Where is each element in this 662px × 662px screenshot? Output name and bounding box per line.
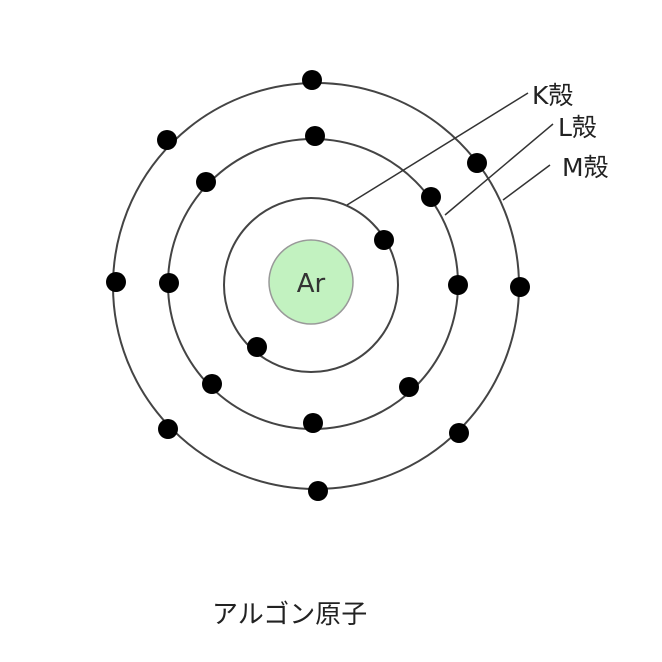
l-shell-electron xyxy=(196,172,216,192)
m-shell-electron xyxy=(157,130,177,150)
m-shell-leader-line xyxy=(502,164,551,201)
l-shell-electron xyxy=(448,275,468,295)
m-shell-electron xyxy=(158,419,178,439)
k-shell-electron xyxy=(374,230,394,250)
m-shell-electron xyxy=(308,481,328,501)
caption: アルゴン原子 xyxy=(212,600,368,630)
nucleus xyxy=(268,239,354,325)
k-shell-orbit xyxy=(223,197,399,373)
l-shell-label: L殻 xyxy=(558,113,597,142)
m-shell-electron xyxy=(449,423,469,443)
l-shell-electron xyxy=(421,187,441,207)
k-shell-leader-line xyxy=(346,92,529,206)
l-shell-electron xyxy=(399,377,419,397)
l-shell-electron xyxy=(202,374,222,394)
m-shell-electron xyxy=(106,272,126,292)
l-shell-electron xyxy=(159,273,179,293)
m-shell-electron xyxy=(467,153,487,173)
l-shell-electron xyxy=(303,413,323,433)
m-shell-electron xyxy=(302,70,322,90)
l-shell-leader-line xyxy=(444,123,554,216)
k-shell-label: K殻 xyxy=(532,81,574,110)
m-shell-label: M殻 xyxy=(562,153,609,182)
k-shell-electron xyxy=(247,337,267,357)
l-shell-electron xyxy=(305,126,325,146)
m-shell-electron xyxy=(510,277,530,297)
nucleus-symbol: Ar xyxy=(297,269,326,299)
